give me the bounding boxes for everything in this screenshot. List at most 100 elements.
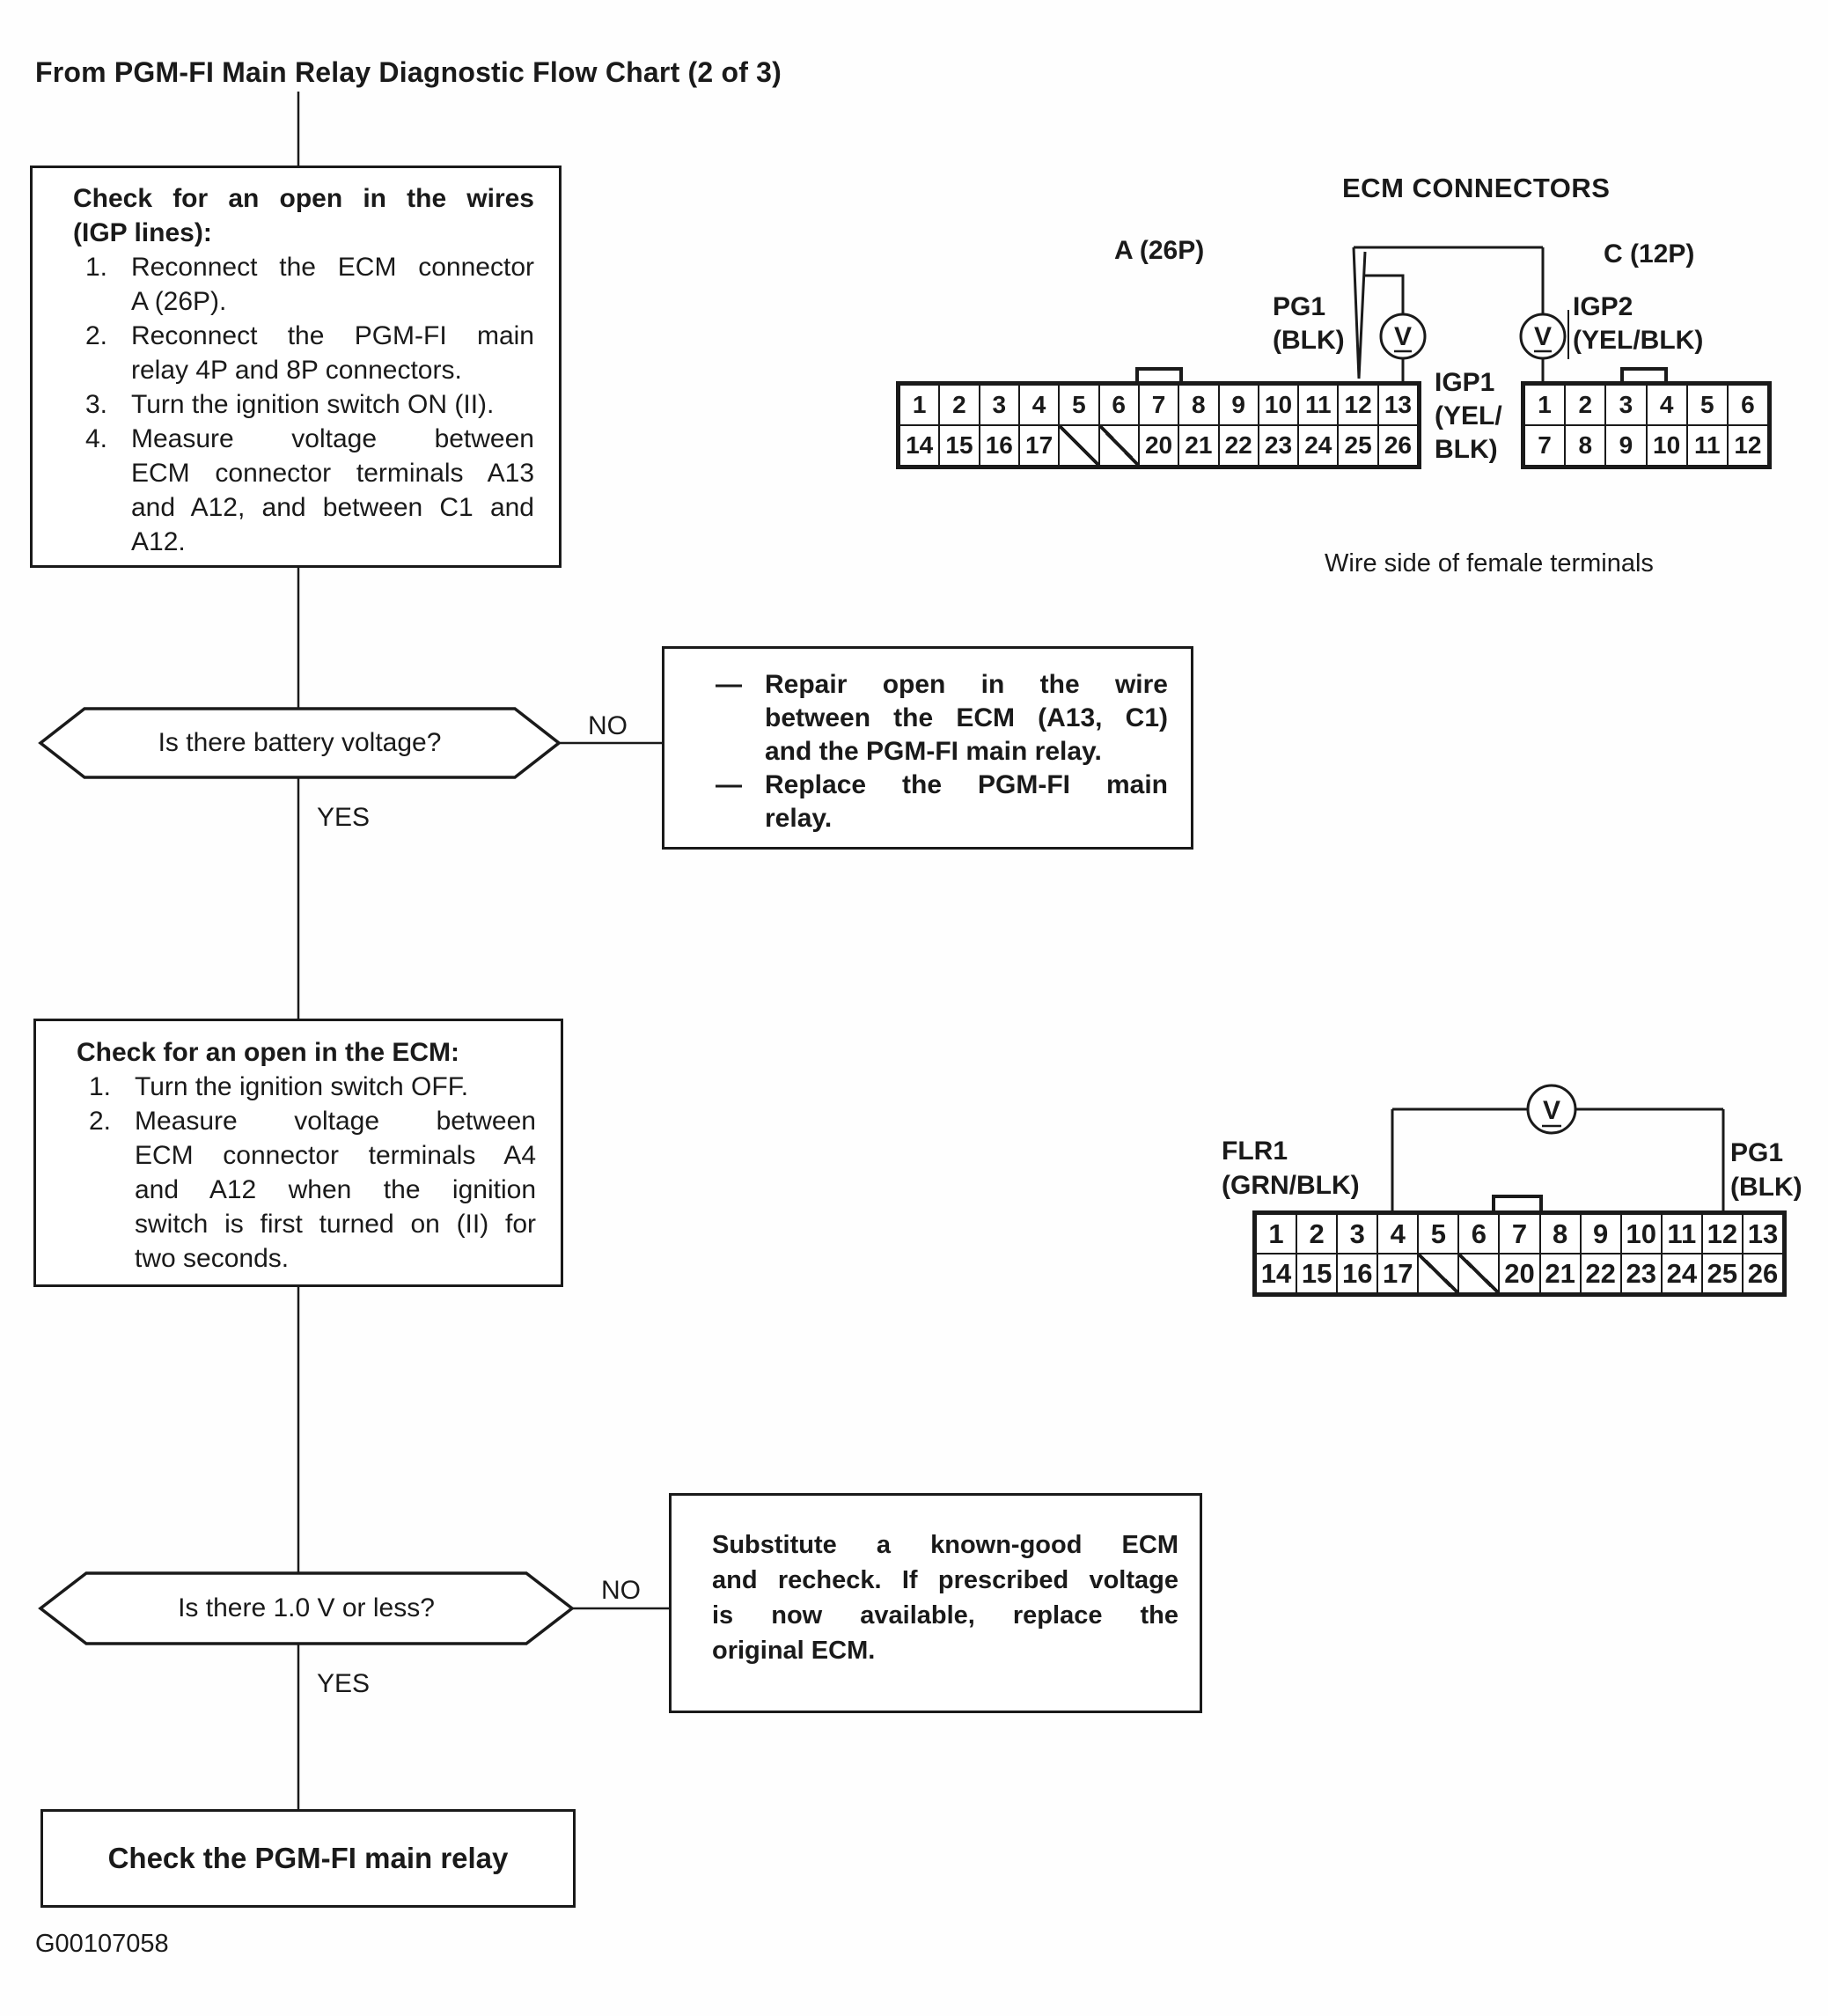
connector-cell: 1: [1255, 1213, 1298, 1254]
connector-cell: 25: [1337, 424, 1379, 467]
igp2-terminal-label: IGP2(YEL/BLK): [1573, 291, 1703, 357]
ecm-connectors-title: ECM CONNECTORS: [1342, 173, 1611, 203]
voltmeter3-circle: [1526, 1084, 1577, 1135]
text-line: Measure voltage between: [135, 1107, 536, 1136]
connector-cell: 2: [1564, 384, 1607, 426]
text-line: relay.: [765, 804, 833, 833]
action1-item-2-text: Replace the PGM-FI main relay.: [765, 769, 1168, 835]
connector-cell-blank: [1098, 424, 1140, 467]
connector-cell: 22: [1579, 1253, 1622, 1294]
connector-cell: 25: [1700, 1253, 1744, 1294]
flr1-terminal-label: FLR1(GRN/BLK): [1222, 1134, 1360, 1203]
connector-cell: 21: [1538, 1253, 1582, 1294]
list-number: 3.: [85, 390, 108, 419]
connector-cell: 5: [1685, 384, 1729, 426]
connector-cell: 16: [978, 424, 1020, 467]
connector-cell: 22: [1217, 424, 1259, 467]
text-line: and A12, and between C1 and: [131, 493, 534, 522]
connector-c-key-tab: [1620, 367, 1668, 381]
text-line: Repair open in the wire: [765, 670, 1168, 699]
connector-cell-blank: [1417, 1253, 1460, 1294]
connector-a-label: A (26P): [1114, 236, 1205, 265]
step1-item-3: 3. Turn the ignition switch ON (II).: [73, 387, 534, 422]
connector-a-key-tab: [1135, 367, 1183, 381]
connector-cell-blank: [1058, 424, 1100, 467]
connector-cell: 12: [1337, 384, 1379, 426]
decision2-yes-label: YES: [317, 1669, 371, 1698]
connector-c-label: C (12P): [1604, 239, 1695, 269]
connector-cell: 8: [1564, 424, 1607, 467]
text-line: switch is first turned on (II) for: [135, 1210, 536, 1239]
pg1-terminal-label-lower: PG1(BLK): [1730, 1136, 1802, 1204]
connector-cell: 12: [1726, 424, 1770, 467]
connector-cell: 21: [1178, 424, 1220, 467]
connector-cell: 24: [1660, 1253, 1703, 1294]
connector-cell: 10: [1619, 1213, 1663, 1254]
connector-cell: 6: [1098, 384, 1140, 426]
connector-cell: 1: [1523, 384, 1567, 426]
connector-cell: 13: [1377, 384, 1420, 426]
connector-cell: 17: [1377, 1253, 1420, 1294]
text-line: (IGP lines):: [73, 218, 212, 247]
connector-cell: 26: [1741, 1253, 1785, 1294]
text-line: (GRN/BLK): [1222, 1171, 1360, 1200]
connector-cell-blank: [1457, 1253, 1501, 1294]
text-line: A12.: [131, 527, 186, 556]
connector-cell: 15: [938, 424, 980, 467]
connector-cell: 2: [1296, 1213, 1339, 1254]
text-line: Reconnect the PGM-FI main: [131, 321, 534, 350]
list-number: 1.: [85, 253, 108, 282]
probe-pg1-a12: [1352, 246, 1367, 379]
step2-heading: Check for an open in the ECM:: [77, 1035, 536, 1070]
connector-cell: 7: [1137, 384, 1180, 426]
text-line: and A12 when the ignition: [135, 1175, 536, 1204]
text-line: Check for an open in the ECM:: [77, 1038, 460, 1067]
connector-cell: 17: [1017, 424, 1061, 467]
text-line: and recheck. If prescribed voltage: [712, 1566, 1178, 1594]
text-line: Replace the PGM-FI main: [765, 770, 1168, 799]
text-line: Turn the ignition switch ON (II).: [131, 390, 495, 419]
connector-cell: 16: [1336, 1253, 1379, 1294]
dash-bullet: —: [716, 770, 742, 799]
text-line: BLK): [1435, 435, 1498, 464]
text-line: Reconnect the ECM connector: [131, 253, 534, 282]
step2-box-check-ecm: Check for an open in the ECM: 1. Turn th…: [33, 1019, 563, 1287]
pg1-terminal-label: PG1(BLK): [1273, 291, 1345, 357]
wire-side-caption: Wire side of female terminals: [1325, 549, 1654, 578]
connector-cell: 20: [1137, 424, 1180, 467]
connector-cell: 3: [1336, 1213, 1379, 1254]
step3-text: Check the PGM-FI main relay: [107, 1842, 509, 1874]
connector-cell: 9: [1217, 384, 1259, 426]
text-line: is now available, replace the: [712, 1601, 1178, 1630]
connector-cell: 5: [1058, 384, 1100, 426]
connector-cell: 6: [1457, 1213, 1501, 1254]
step1-heading: Check for an open in the wires (IGP lines…: [73, 181, 534, 250]
connector-cell: 8: [1538, 1213, 1582, 1254]
connector-cell: 14: [1255, 1253, 1298, 1294]
connector-cell: 3: [1604, 384, 1648, 426]
list-number: 2.: [85, 321, 108, 350]
connector-cell: 3: [978, 384, 1020, 426]
decision1-question: Is there battery voltage?: [158, 728, 442, 757]
voltmeter3-v-glyph: V: [1543, 1096, 1560, 1125]
connector-cell: 14: [899, 424, 941, 467]
figure-code: G00107058: [35, 1930, 169, 1958]
connector-cell: 4: [1377, 1213, 1420, 1254]
connector-cell: 10: [1257, 384, 1300, 426]
voltmeter1-v-glyph: V: [1394, 322, 1412, 351]
text-line: Check for an open in the wires: [73, 184, 534, 213]
